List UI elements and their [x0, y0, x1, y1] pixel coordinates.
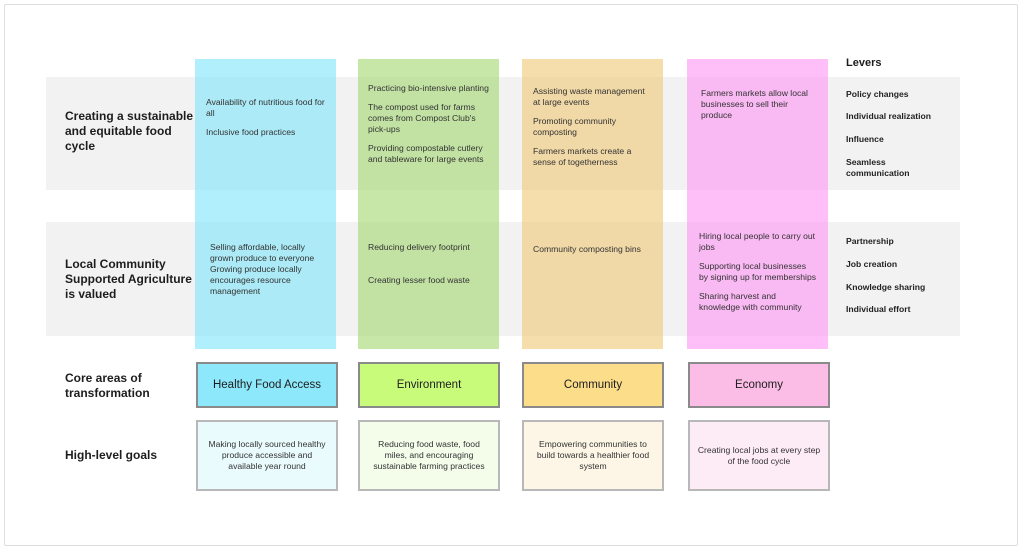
lever-item: Individual realization: [846, 111, 931, 121]
core-area-healthy-food-access: Healthy Food Access: [196, 362, 338, 408]
goal-community: Empowering communities to build towards …: [522, 420, 664, 491]
list-item: Providing compostable cutlery and tablew…: [368, 143, 484, 164]
column-economy: [687, 59, 828, 349]
core-area-environment: Environment: [358, 362, 500, 408]
list-item: Growing produce locally encourages resou…: [210, 264, 302, 296]
list-item: Community composting bins: [533, 244, 641, 254]
list-item: Assisting waste management at large even…: [533, 86, 645, 107]
cell-csa-economy: Hiring local people to carry out jobs Su…: [699, 231, 817, 321]
list-item: Availability of nutritious food for all: [206, 97, 325, 118]
column-environment: [358, 59, 499, 349]
cell-csa-community: Community composting bins: [533, 244, 655, 263]
core-area-economy: Economy: [688, 362, 830, 408]
list-item: Promoting community composting: [533, 116, 617, 137]
list-item: Farmers markets create a sense of togeth…: [533, 146, 632, 167]
row-label-core-areas: Core areas of transformation: [65, 371, 150, 400]
goal-economy: Creating local jobs at every step of the…: [688, 420, 830, 491]
lever-item: Partnership: [846, 236, 894, 246]
row-label-csa: Local Community Supported Agriculture is…: [65, 257, 192, 301]
cell-food-cycle-environment: Practicing bio-intensive planting The co…: [368, 83, 490, 173]
lever-item: Policy changes: [846, 89, 909, 99]
column-community: [522, 59, 663, 349]
cell-food-cycle-healthy-food-access: Availability of nutritious food for all …: [206, 97, 326, 146]
canvas-frame: [4, 4, 1018, 546]
core-area-community: Community: [522, 362, 664, 408]
column-healthy-food-access: [195, 59, 336, 349]
levers-heading: Levers: [846, 57, 882, 69]
list-item: The compost used for farms comes from Co…: [368, 102, 476, 134]
lever-item: Individual effort: [846, 304, 911, 314]
cell-csa-healthy-food-access: Selling affordable, locally grown produc…: [210, 242, 322, 305]
row-label-food-cycle: Creating a sustainable and equitable foo…: [65, 109, 194, 153]
cell-food-cycle-community: Assisting waste management at large even…: [533, 86, 653, 176]
list-item: Supporting local businesses by signing u…: [699, 261, 817, 282]
list-item: Creating lesser food waste: [368, 275, 470, 285]
list-item: Practicing bio-intensive planting: [368, 83, 489, 93]
list-item: Farmers markets allow local businesses t…: [701, 88, 808, 120]
list-item: Inclusive food practices: [206, 127, 296, 137]
goal-healthy-food-access: Making locally sourced healthy produce a…: [196, 420, 338, 491]
cell-csa-environment: Reducing delivery footprint Creating les…: [368, 242, 490, 294]
lever-item: Job creation: [846, 259, 898, 269]
goal-environment: Reducing food waste, food miles, and enc…: [358, 420, 500, 491]
lever-item: Seamless communication: [846, 157, 910, 178]
list-item: Reducing delivery footprint: [368, 242, 470, 252]
lever-item: Influence: [846, 134, 884, 144]
list-item: Hiring local people to carry out jobs: [699, 231, 816, 252]
row-label-goals: High-level goals: [65, 448, 158, 462]
cell-food-cycle-economy: Farmers markets allow local businesses t…: [701, 88, 821, 129]
lever-item: Knowledge sharing: [846, 282, 926, 292]
list-item: Sharing harvest and knowledge with commu…: [699, 291, 802, 312]
list-item: Selling affordable, locally grown produc…: [210, 242, 315, 263]
